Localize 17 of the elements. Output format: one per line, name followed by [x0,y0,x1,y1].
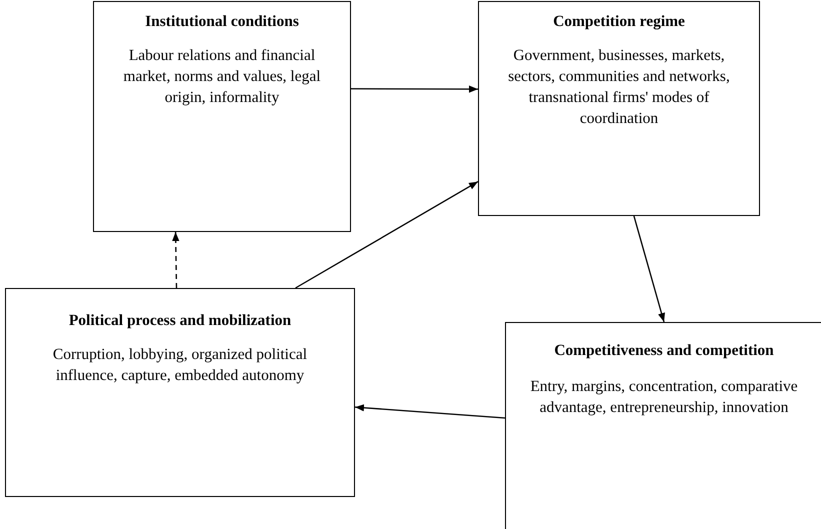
process-box [5,288,355,497]
arrow [351,86,478,93]
arrow [354,404,506,419]
box-description: Labour relations and financial market, norms and values, legal origin, informality [122,46,322,108]
process-box [478,1,760,216]
box-heading: Competition regime [552,12,686,31]
arrow [295,181,478,289]
box-description: Entry, margins, concentration, comparative advantage, entrepreneurship, innovation [529,377,799,418]
arrow [633,216,665,322]
process-box [505,322,821,529]
box-description: Corruption, lobbying, organized political influence, capture, embedded autonomy [52,345,308,386]
box-heading: Institutional conditions [144,12,300,31]
box-description: Government, businesses, markets, sectors, communities and networks, transnational firms' modes of coordination [507,46,731,129]
arrow [172,232,180,288]
process-box [93,1,351,232]
box-heading: Competitiveness and competition [553,341,775,360]
box-heading: Political process and mobilization [68,311,292,330]
